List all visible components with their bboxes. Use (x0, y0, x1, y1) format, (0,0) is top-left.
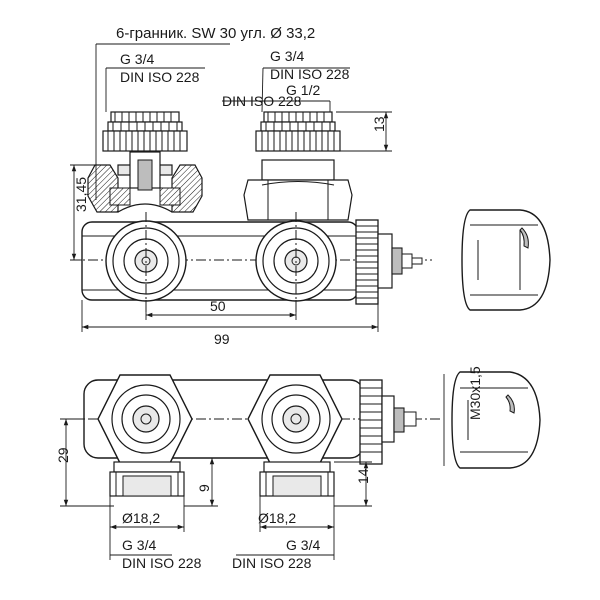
din-left-top-label: DIN ISO 228 (120, 69, 200, 85)
bottom-right-port (259, 461, 335, 497)
cap-side-view-top (461, 209, 551, 311)
dia-left-label: Ø18,2 (122, 510, 160, 526)
bottom-thermostat-end (359, 379, 417, 465)
left-valve-section (87, 151, 203, 213)
dim-99-label: 99 (214, 331, 230, 347)
bottom-left-hex (97, 374, 193, 464)
dim-50-label: 50 (210, 298, 226, 314)
left-top-connector (102, 111, 188, 152)
hex-size-label: 6-гранник. SW 30 угл. Ø 33,2 (116, 25, 315, 42)
left-boss (105, 212, 187, 312)
dimension-lines (60, 43, 445, 560)
dim-m30-label: M30x1,5 (467, 366, 483, 420)
thread-inner-label: G 1/2 (286, 82, 320, 98)
front-view (70, 111, 432, 312)
din-right-top-label: DIN ISO 228 (270, 66, 350, 82)
din-inner-label: DIN ISO 228 (222, 93, 302, 109)
dim-29-label: 29 (55, 447, 71, 463)
bottom-left-port (109, 461, 185, 497)
labels: 6-гранник. SW 30 угл. Ø 33,2 G 3/4 DIN I… (55, 25, 483, 571)
right-top-connector (255, 111, 341, 152)
din-left-bottom-label: DIN ISO 228 (122, 555, 202, 571)
dim-31-45-label: 31,45 (73, 177, 89, 212)
thread-left-top-label: G 3/4 (120, 51, 154, 67)
right-boss (255, 212, 337, 312)
dim-14-label: 14 (355, 468, 371, 484)
thread-left-bottom-label: G 3/4 (122, 537, 156, 553)
thread-right-bottom-label: G 3/4 (286, 537, 320, 553)
din-right-bottom-label: DIN ISO 228 (232, 555, 312, 571)
dia-right-label: Ø18,2 (258, 510, 296, 526)
front-thermostat-end (355, 219, 423, 305)
bottom-view (70, 371, 541, 497)
bottom-right-hex (247, 374, 343, 464)
dim-13-label: 13 (371, 116, 387, 132)
thread-right-top-label: G 3/4 (270, 48, 304, 64)
dim-9-label: 9 (196, 484, 212, 492)
cap-side-view-bottom (451, 371, 541, 469)
right-hex-nut (243, 159, 353, 221)
